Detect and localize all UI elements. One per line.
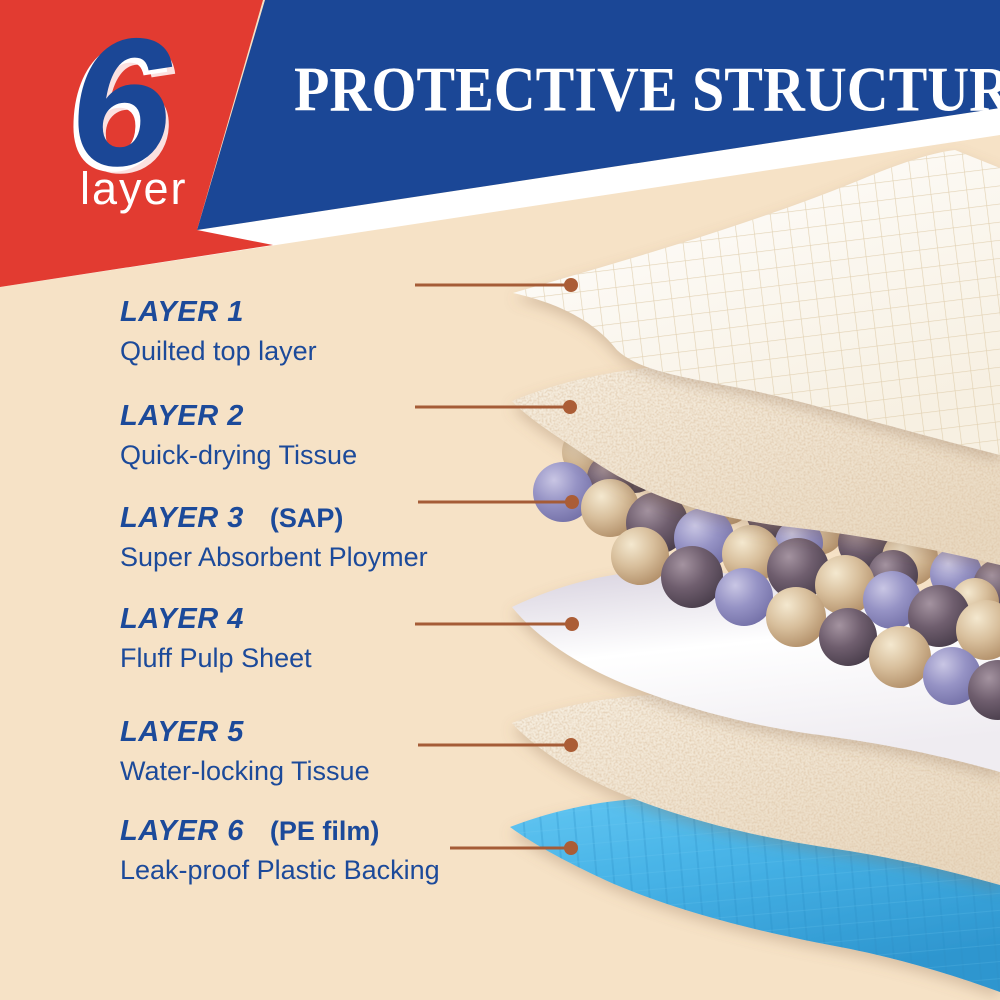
sap-bead xyxy=(611,527,669,585)
layer-count-label: layer xyxy=(80,163,188,214)
leader-dot-2 xyxy=(563,400,577,414)
leader-lines xyxy=(415,283,572,850)
sap-bead xyxy=(908,585,970,647)
sap-bead xyxy=(956,600,1000,660)
layer-2-name: LAYER 2 xyxy=(120,400,244,432)
sap-bead xyxy=(722,525,780,583)
sap-bead xyxy=(661,546,723,608)
layer-4-desc: Fluff Pulp Sheet xyxy=(120,643,312,674)
layer-5-desc: Water-locking Tissue xyxy=(120,756,370,787)
leader-dot-4 xyxy=(565,617,579,631)
layer-6-desc: Leak-proof Plastic Backing xyxy=(120,855,440,886)
layer1-quilted-sheet xyxy=(513,150,1000,455)
sap-bead xyxy=(715,568,773,626)
layer-6-name: LAYER 6 xyxy=(120,815,244,847)
layer-label-5: LAYER 5 Water-locking Tissue xyxy=(120,716,370,787)
layer-count-number: 6 xyxy=(70,0,172,204)
leader-dots xyxy=(563,278,579,855)
sap-bead xyxy=(863,571,921,629)
sap-bead xyxy=(767,538,829,600)
layer-3-name: LAYER 3 xyxy=(120,502,244,534)
layer-label-4: LAYER 4 Fluff Pulp Sheet xyxy=(120,603,312,674)
leader-dot-5 xyxy=(564,738,578,752)
sap-bead xyxy=(923,647,981,705)
layer-3-note: (SAP) xyxy=(269,503,344,533)
layer-label-3: LAYER 3 (SAP) Super Absorbent Ploymer xyxy=(120,502,428,573)
title-banner xyxy=(197,0,1000,230)
sap-bead xyxy=(815,555,875,615)
layer-5-name: LAYER 5 xyxy=(120,716,244,748)
sap-bead xyxy=(581,479,639,537)
leader-dot-3 xyxy=(565,495,579,509)
layer-1-name: LAYER 1 xyxy=(120,296,244,328)
sap-bead xyxy=(766,587,826,647)
layer-3-desc: Super Absorbent Ploymer xyxy=(120,542,428,573)
layer-4-name: LAYER 4 xyxy=(120,603,244,635)
sap-bead xyxy=(869,626,931,688)
leader-dot-1 xyxy=(564,278,578,292)
layer-label-2: LAYER 2 Quick-drying Tissue xyxy=(120,400,357,471)
leader-dot-6 xyxy=(564,841,578,855)
layer-label-1: LAYER 1 Quilted top layer xyxy=(120,296,317,367)
sap-bead xyxy=(968,660,1000,720)
sap-bead xyxy=(533,462,593,522)
layer-6-note: (PE film) xyxy=(269,816,380,846)
layer-1-desc: Quilted top layer xyxy=(120,336,317,367)
red-corner-shape xyxy=(0,0,273,287)
page-title: PROTECTIVE STRUCTURE xyxy=(294,53,1000,125)
layer-label-6: LAYER 6 (PE film) Leak-proof Plastic Back… xyxy=(120,815,440,886)
sap-bead xyxy=(819,608,877,666)
layer-2-desc: Quick-drying Tissue xyxy=(120,440,358,471)
